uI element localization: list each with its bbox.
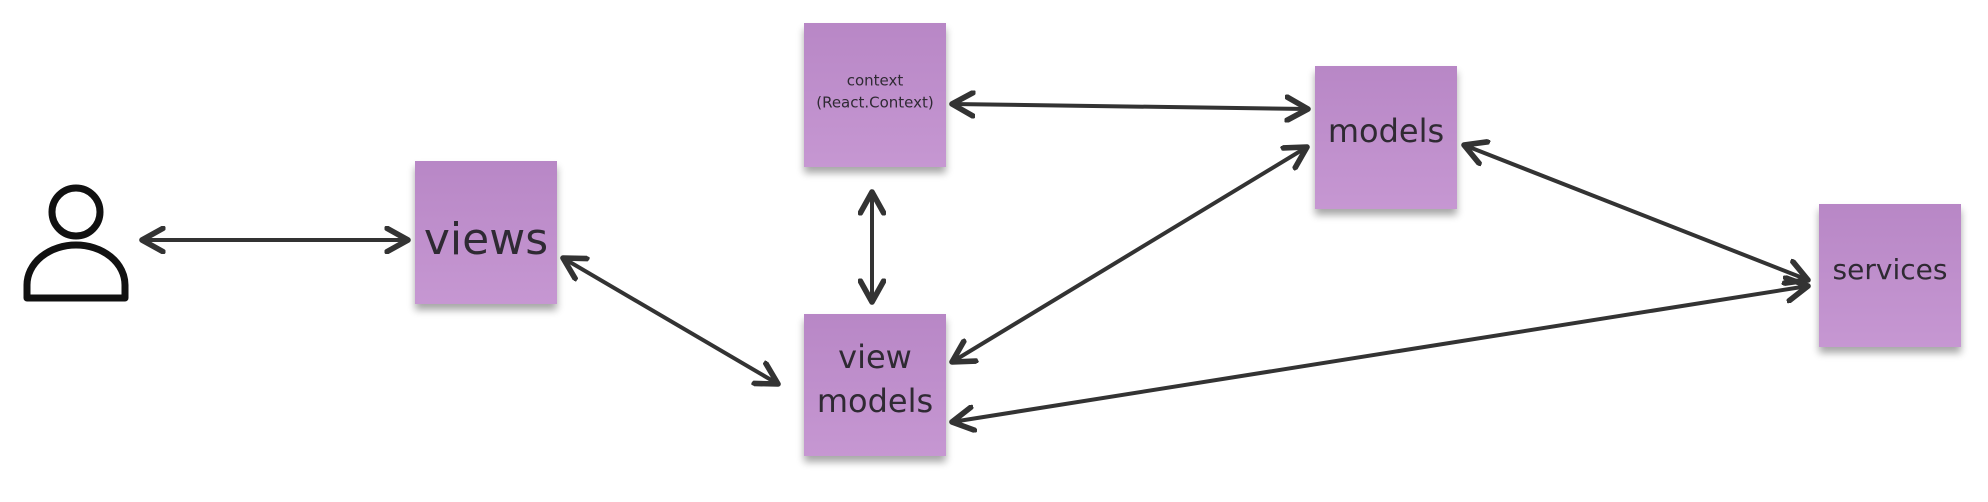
sticky-note-views[interactable]: views [415, 161, 557, 304]
services-label: services [1833, 253, 1948, 286]
arrow-models-services [1464, 145, 1808, 280]
view-models-label-line2: models [817, 382, 933, 420]
user-icon [23, 184, 129, 302]
context-label-line1: context [847, 72, 904, 90]
view-models-label-line1: view [838, 338, 912, 376]
arrow-view-models-models [952, 147, 1307, 362]
connections [142, 104, 1808, 422]
sticky-note-models[interactable]: models [1315, 66, 1457, 209]
context-label-line2: (React.Context) [816, 94, 934, 112]
sticky-note-services[interactable]: services [1819, 204, 1961, 347]
arrow-views-view-models [563, 258, 778, 384]
sticky-note-context[interactable]: context (React.Context) [804, 23, 946, 167]
arrow-view-models-services [952, 286, 1808, 422]
sticky-note-view-models[interactable]: view models [804, 314, 946, 456]
arrow-context-models [952, 104, 1308, 109]
models-label: models [1328, 112, 1444, 150]
views-label: views [424, 214, 548, 265]
